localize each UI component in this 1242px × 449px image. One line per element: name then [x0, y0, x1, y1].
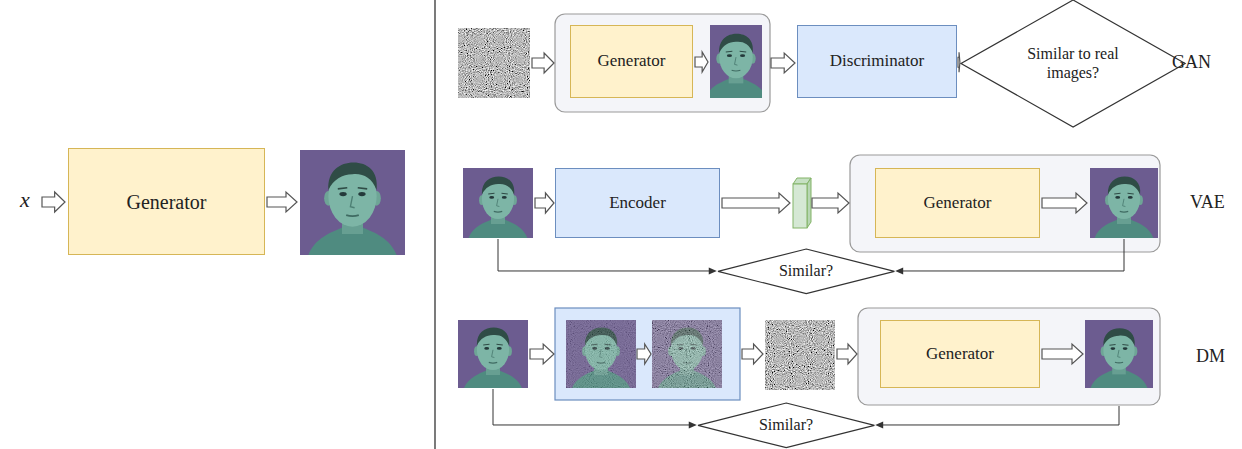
generator-box: Generator [875, 168, 1040, 238]
node-label: Generator [926, 344, 994, 364]
block-arrow [722, 193, 790, 213]
face-image [463, 168, 533, 238]
node-text-group: Similar? [759, 415, 813, 434]
generator-box: Generator [880, 320, 1040, 388]
node-label: Similar? [779, 261, 833, 280]
comparison-line [493, 389, 690, 425]
block-arrows [42, 52, 1087, 364]
node-text-group: Similar? [779, 261, 833, 280]
comparison-line [882, 406, 1119, 425]
face-image [700, 25, 773, 98]
decision-diamond: Similar to real images? [961, 0, 1185, 127]
generator-box: Generator [68, 148, 265, 255]
input-variable: x [20, 187, 30, 213]
face-image [458, 319, 528, 389]
generator-container [850, 155, 1160, 252]
generator-container [858, 308, 1160, 405]
noisy-face-image [652, 319, 722, 389]
model-label: VAE [1190, 192, 1225, 214]
node-label: Similar? [759, 415, 813, 434]
block-arrow [532, 53, 554, 73]
arrowhead [709, 267, 717, 274]
block-arrow [812, 193, 849, 213]
art-shape [807, 178, 811, 228]
block-arrow [535, 193, 554, 213]
art-shape [566, 319, 636, 389]
block-arrow-connector [958, 52, 960, 72]
arrowhead [875, 421, 883, 428]
art-shape [652, 320, 722, 388]
arrowhead [689, 421, 697, 428]
model-label: GAN [1172, 52, 1211, 74]
discriminator-box: Discriminator [797, 25, 957, 98]
block-arrow [837, 344, 857, 364]
node-text-group: Similar to real images? [1017, 44, 1129, 82]
face-image [1089, 168, 1159, 238]
node-text-group: Discriminator [830, 51, 924, 71]
block-arrow [530, 344, 554, 364]
block-arrow [695, 52, 708, 72]
art-shape [793, 184, 807, 228]
block-arrow [42, 192, 65, 212]
node-label: Discriminator [830, 51, 924, 71]
node-text-group: Generator [926, 344, 994, 364]
node-text-group: Generator [598, 51, 666, 71]
comparison-line [498, 239, 710, 271]
block-arrow [267, 192, 297, 212]
decision-diamond: Similar? [698, 403, 874, 448]
comparison-lines [493, 239, 1124, 428]
diamond-outline [961, 0, 1185, 127]
block-arrow [1042, 344, 1083, 364]
node-text-group: Generator [127, 190, 207, 214]
noise-image [765, 320, 835, 390]
comparison-line [902, 239, 1124, 271]
divider [434, 0, 435, 449]
art-shape [652, 319, 722, 389]
node-text-group: Encoder [609, 193, 666, 213]
node-label: Generator [598, 51, 666, 71]
noise-image [458, 28, 530, 98]
face-image [1085, 320, 1153, 388]
generator-box: Generator [570, 25, 693, 98]
node-label: Generator [924, 193, 992, 213]
node-label: Encoder [609, 193, 666, 213]
diffusion-band [555, 308, 740, 400]
model-label: DM [1196, 346, 1225, 368]
noisy-face-image [566, 319, 636, 389]
block-arrow [1042, 193, 1087, 213]
decision-diamond: Similar? [718, 249, 894, 294]
face-image [300, 150, 405, 255]
node-label: Generator [127, 190, 207, 214]
block-arrow [771, 53, 795, 73]
block-arrow [742, 344, 763, 364]
latent-vector [793, 178, 811, 228]
node-label: Similar to real images? [1017, 44, 1129, 82]
arrowhead [895, 267, 903, 274]
encoder-box: Encoder [555, 168, 720, 238]
art-shape [566, 320, 636, 388]
block-arrow [637, 344, 651, 364]
node-text-group: Generator [924, 193, 992, 213]
